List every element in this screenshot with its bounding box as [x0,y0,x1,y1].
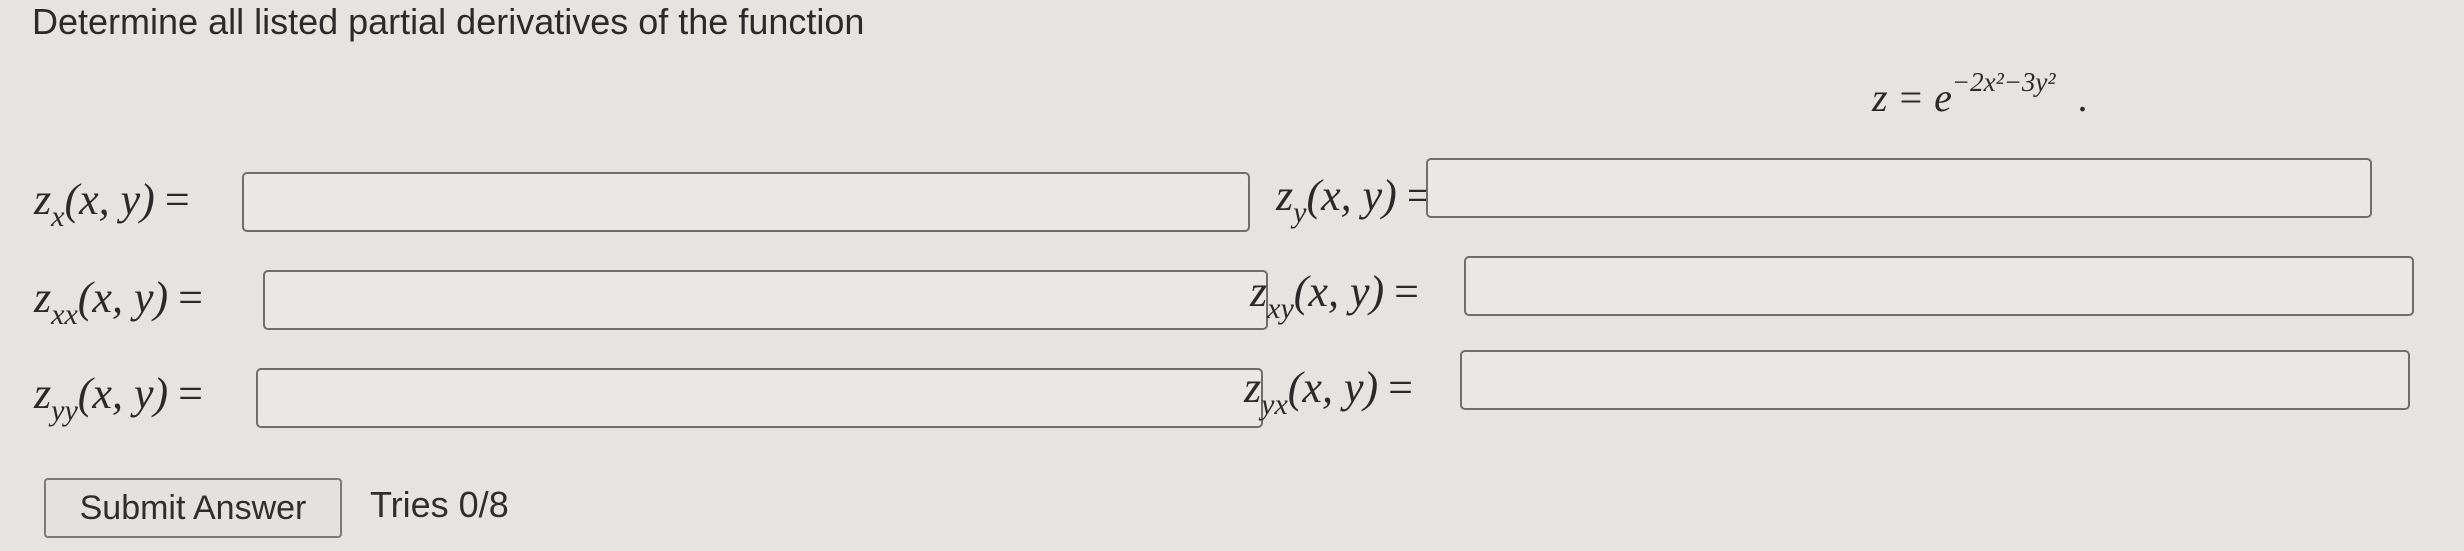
function-exponent: −2x²−3y² [1951,67,2056,97]
function-equals: = [1899,75,1923,120]
zx-input[interactable] [242,172,1250,232]
zxx-input[interactable] [263,270,1268,330]
tries-counter: Tries 0/8 [370,484,509,525]
label-zxx: zxx(x, y)= [34,273,203,331]
submit-answer-button[interactable]: Submit Answer [44,478,342,538]
function-lhs: z [1872,75,1888,120]
zyx-input[interactable] [1460,350,2410,410]
label-zyx: zyx(x, y)= [1244,363,1413,421]
function-base: e [1934,75,1952,120]
zyy-input[interactable] [256,368,1263,428]
label-zyy: zyy(x, y)= [34,369,203,427]
zy-input[interactable] [1426,158,2372,218]
label-zy: zy(x, y)= [1276,171,1432,229]
question-prompt: Determine all listed partial derivatives… [32,1,865,42]
function-terminator: . [2077,75,2088,120]
label-zxy: zxy(x, y)= [1250,267,1419,325]
zxy-input[interactable] [1464,256,2414,316]
function-definition: z=e−2x²−3y². [1872,67,2088,121]
label-zx: zx(x, y)= [34,175,190,233]
